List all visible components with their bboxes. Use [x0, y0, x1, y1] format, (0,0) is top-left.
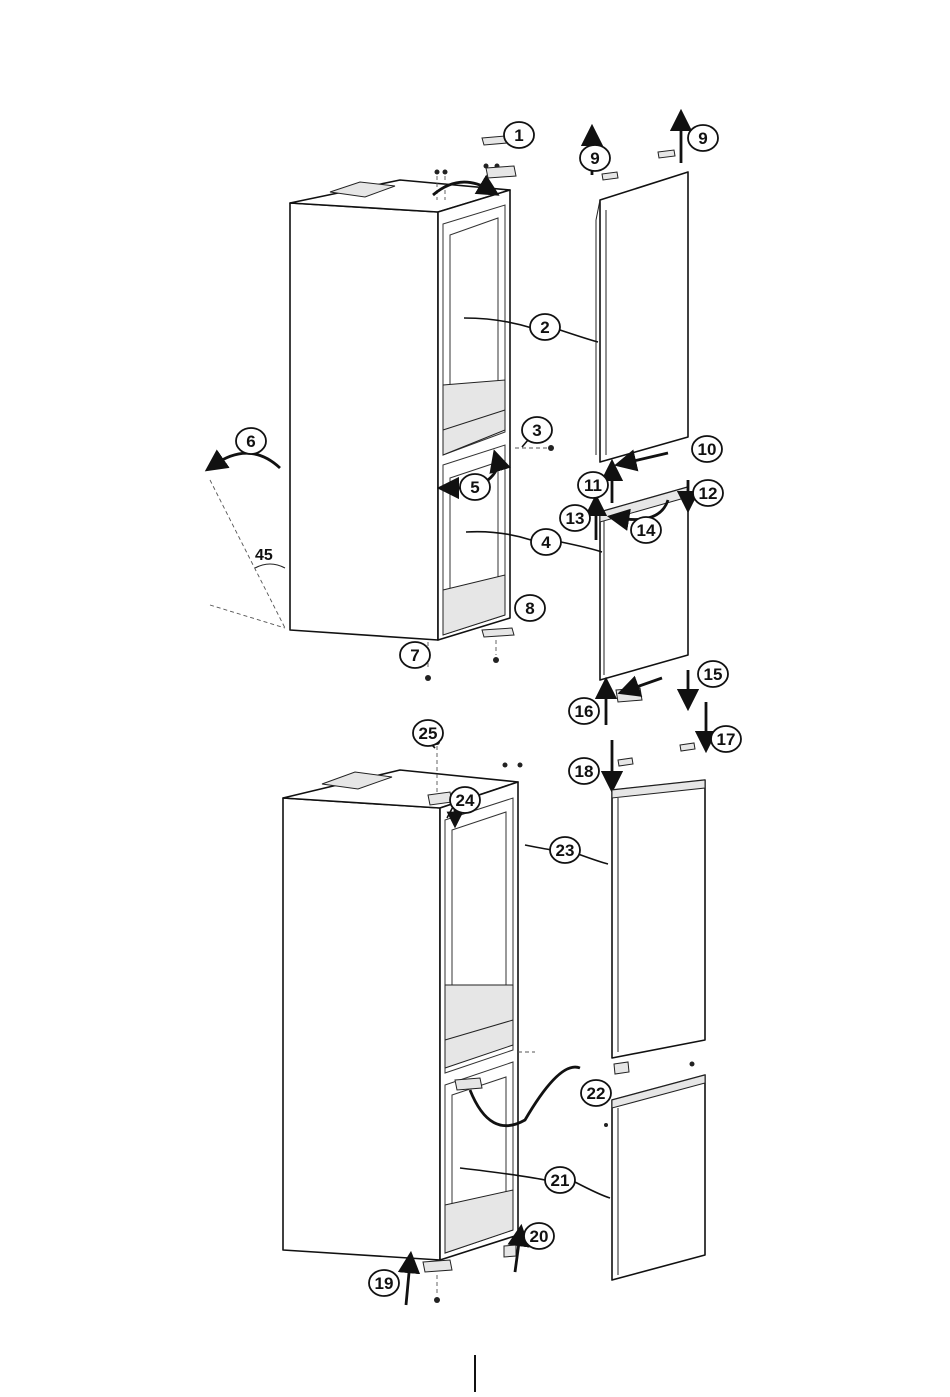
callout-13: 13 [560, 505, 590, 531]
callout-18: 18 [569, 758, 599, 784]
callout-number: 24 [456, 791, 475, 810]
callout-number: 21 [551, 1171, 570, 1190]
bottom-cabinet [283, 739, 535, 1303]
callout-number: 17 [717, 730, 736, 749]
callout-9: 9 [580, 145, 610, 171]
callout-number: 7 [410, 646, 419, 665]
callout-15: 15 [698, 661, 728, 687]
angle-label: 45 [255, 547, 273, 564]
callout-16: 16 [569, 698, 599, 724]
callout-2: 2 [530, 314, 560, 340]
callout-number: 8 [525, 599, 534, 618]
callout-number: 15 [704, 665, 723, 684]
callout-number: 1 [514, 126, 523, 145]
callout-11: 11 [578, 472, 608, 498]
callout-number: 6 [246, 432, 255, 451]
callout-number: 25 [419, 724, 438, 743]
arrow-19 [406, 1262, 410, 1305]
callout-number: 12 [699, 484, 718, 503]
callout-number: 11 [584, 476, 602, 495]
top-cabinet [290, 164, 510, 682]
callout-10: 10 [692, 436, 722, 462]
callout-number: 23 [556, 841, 575, 860]
arrow-10 [625, 453, 668, 463]
callout-number: 10 [698, 440, 717, 459]
arrow-6 [214, 453, 280, 468]
callout-number: 22 [587, 1084, 606, 1103]
callout-7: 7 [400, 642, 430, 668]
callout-25: 25 [413, 720, 443, 746]
bottom-hinge-part [482, 628, 514, 663]
mounted-upper-door [612, 743, 705, 1074]
callout-number: 19 [375, 1274, 394, 1293]
callout-number: 9 [590, 149, 599, 168]
callout-9: 9 [688, 125, 718, 151]
callout-number: 14 [637, 521, 656, 540]
callout-number: 13 [566, 509, 585, 528]
callout-14: 14 [631, 517, 661, 543]
callout-23: 23 [550, 837, 580, 863]
upper-door-exploded [596, 150, 688, 462]
callout-21: 21 [545, 1167, 575, 1193]
callout-8: 8 [515, 595, 545, 621]
callout-17: 17 [711, 726, 741, 752]
callout-number: 2 [540, 318, 549, 337]
callout-24: 24 [450, 787, 480, 813]
callout-number: 20 [530, 1227, 549, 1246]
callout-12: 12 [693, 480, 723, 506]
callout-3: 3 [522, 417, 552, 443]
callout-number: 4 [541, 533, 551, 552]
callout-6: 6 [236, 428, 266, 454]
callout-19: 19 [369, 1270, 399, 1296]
callout-20: 20 [524, 1223, 554, 1249]
callout-number: 3 [532, 421, 541, 440]
callout-number: 9 [698, 129, 707, 148]
callout-5: 5 [460, 474, 490, 500]
mounted-lower-door [604, 1062, 705, 1281]
middle-hinge-part [515, 445, 554, 451]
callout-number: 16 [575, 702, 594, 721]
callout-number: 18 [575, 762, 594, 781]
callout-22: 22 [581, 1080, 611, 1106]
callout-4: 4 [531, 529, 561, 555]
arrow-15a [628, 678, 662, 690]
callout-number: 5 [470, 478, 479, 497]
opening-angle-indicator: 45 [210, 480, 285, 628]
callout-1: 1 [504, 122, 534, 148]
